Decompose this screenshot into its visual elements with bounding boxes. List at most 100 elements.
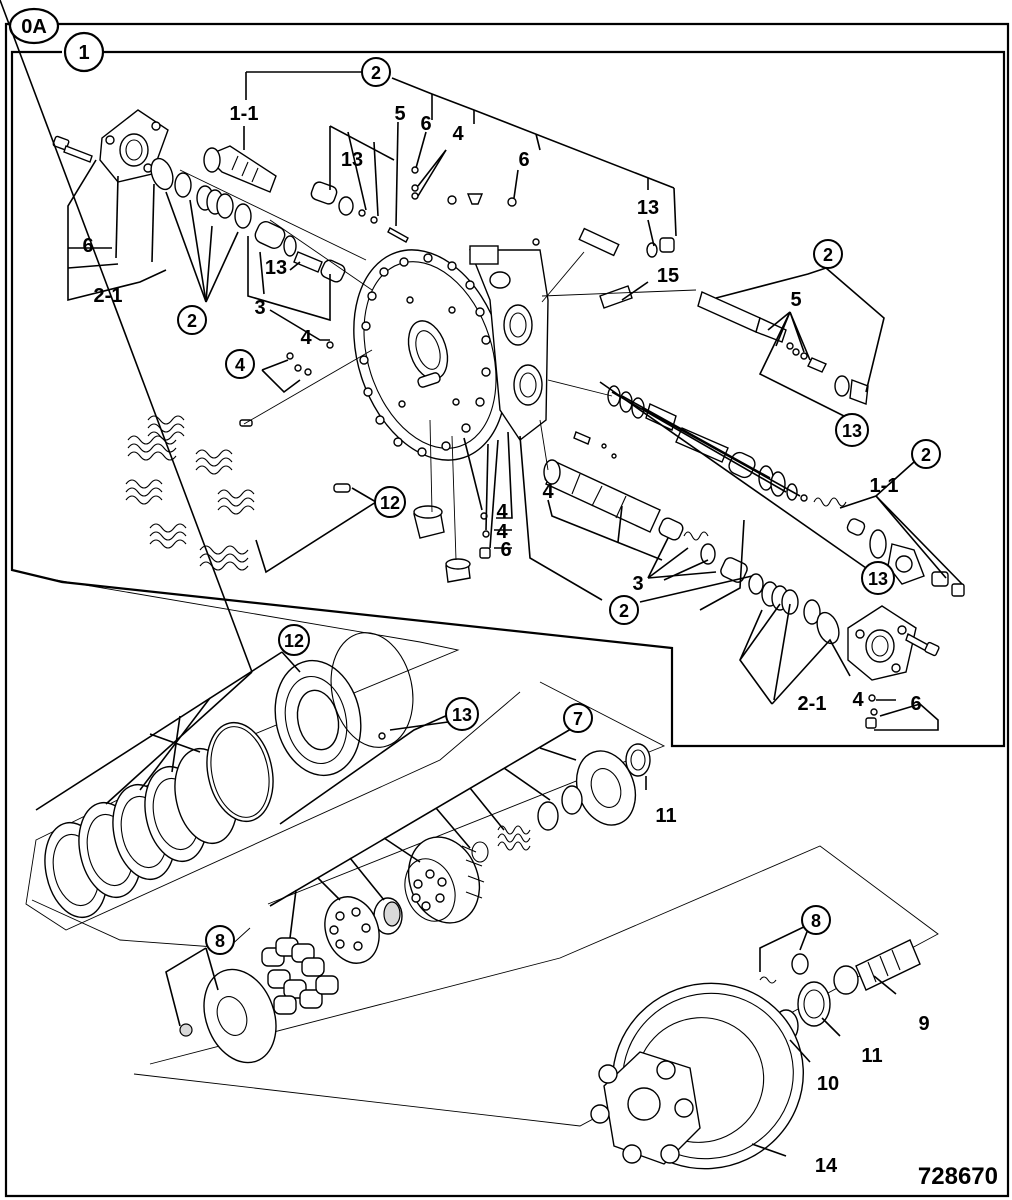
frame-label-0A: 0A <box>8 7 60 45</box>
callout-15: 15 <box>657 265 679 287</box>
callout-13-top: 13 <box>341 149 363 171</box>
valve-plate <box>561 750 637 826</box>
callout-4-left-b: 4 <box>225 349 255 379</box>
callout-4-right: 4 <box>852 689 864 711</box>
svg-text:1: 1 <box>78 42 89 64</box>
svg-text:12: 12 <box>380 493 400 513</box>
brake-piston-seal <box>330 632 414 748</box>
valve-housing-block <box>468 245 549 442</box>
callout-6-left: 6 <box>82 235 93 257</box>
bearing-upper <box>625 743 651 777</box>
inner-frame <box>10 50 1006 748</box>
svg-text:2: 2 <box>187 311 197 331</box>
callout-1-1-top: 1-1 <box>230 103 259 125</box>
callouts-lower: 12 13 7 11 8 8 9 11 10 14 <box>205 624 930 1177</box>
callout-2-right: 2 <box>813 239 843 269</box>
callout-3-right: 3 <box>632 573 643 595</box>
callout-8-a: 8 <box>205 925 235 955</box>
callout-6-top-a: 6 <box>420 113 431 135</box>
brake-piston <box>274 659 362 777</box>
spring-set-center <box>471 801 559 863</box>
svg-text:2: 2 <box>371 63 381 83</box>
callout-6-right: 6 <box>910 693 921 715</box>
callout-2-1-right: 2-1 <box>798 693 827 715</box>
callout-11-b: 11 <box>861 1045 882 1067</box>
svg-text:12: 12 <box>284 631 304 651</box>
right-flange <box>847 605 917 681</box>
callout-2-right-c: 2 <box>609 595 639 625</box>
right-o-ring <box>816 611 840 645</box>
svg-text:8: 8 <box>811 911 821 931</box>
callout-5-right: 5 <box>790 289 801 311</box>
left-seal-stack <box>174 172 252 229</box>
spherical-bushing <box>373 897 403 935</box>
callout-1-1-right: 1-1 <box>870 475 899 497</box>
svg-text:13: 13 <box>452 705 472 725</box>
right-seal-stack <box>761 581 821 625</box>
callout-4-mid-a: 4 <box>496 501 508 523</box>
valve-body-plate <box>353 249 507 461</box>
left-spool-parts <box>254 221 346 349</box>
svg-text:8: 8 <box>215 931 225 951</box>
callout-10: 10 <box>817 1073 839 1095</box>
callout-13-left: 13 <box>265 257 287 279</box>
left-flange-bolt <box>52 135 93 163</box>
callout-4-mid-b: 4 <box>496 521 508 543</box>
right-flange-bolt <box>865 632 940 729</box>
callout-12-mid: 12 <box>374 486 406 518</box>
callout-8-b: 8 <box>801 905 831 935</box>
frame-label-1: 1 <box>63 31 105 73</box>
cylinder-block <box>404 836 485 924</box>
leader-lines-upper <box>67 71 963 731</box>
relief-valve-cartridge-top <box>203 145 277 193</box>
piston-set <box>261 937 339 1015</box>
callout-13-low: 13 <box>445 697 479 731</box>
swashplate <box>179 968 277 1064</box>
callout-6-mid: 6 <box>500 539 511 561</box>
assembly-boundaries <box>25 577 939 1127</box>
svg-text:0A: 0A <box>21 16 47 38</box>
callout-12-low: 12 <box>278 624 310 656</box>
brake-springs <box>125 415 351 571</box>
svg-text:13: 13 <box>842 421 862 441</box>
svg-text:4: 4 <box>235 355 245 375</box>
retainer-plate <box>324 896 380 964</box>
callout-2-right-b: 2 <box>911 439 941 469</box>
bearing-lower <box>797 981 831 1027</box>
final-drive-housing <box>590 982 804 1170</box>
callout-4-mid: 4 <box>542 481 554 503</box>
projection-lines-upper <box>179 169 697 561</box>
drawing-reference-number: 728670 <box>918 1163 998 1190</box>
callout-11-a: 11 <box>655 805 676 827</box>
svg-text:2: 2 <box>823 245 833 265</box>
callout-4-top: 4 <box>452 123 464 145</box>
svg-text:2: 2 <box>619 601 629 621</box>
outer-frame <box>4 22 1010 1198</box>
svg-text:13: 13 <box>868 569 888 589</box>
callout-6-top-b: 6 <box>518 149 529 171</box>
callout-3-left: 3 <box>254 297 265 319</box>
callout-2-top: 2 <box>361 57 391 87</box>
pivot-pins <box>759 953 809 984</box>
right-upper-cartridge <box>578 227 869 405</box>
output-shaft <box>833 939 921 995</box>
callout-5-top: 5 <box>394 103 405 125</box>
brake-disc-stack <box>44 721 274 919</box>
callout-13-right: 13 <box>835 413 869 447</box>
callout-7: 7 <box>563 703 593 733</box>
callout-2-1-left: 2-1 <box>94 285 123 307</box>
main-spool <box>543 459 764 595</box>
left-o-ring <box>150 157 174 191</box>
leader-lines-lower <box>0 0 897 1157</box>
callout-4-left-a: 4 <box>300 327 312 349</box>
svg-text:7: 7 <box>573 709 583 729</box>
svg-text:2: 2 <box>921 445 931 465</box>
callout-13-right-b: 13 <box>861 561 895 595</box>
callout-2-left: 2 <box>177 305 207 335</box>
callout-14: 14 <box>815 1155 838 1177</box>
callouts-upper: 2 1-1 5 6 4 6 13 13 6 13 2-1 3 2 4 4 15 … <box>82 57 941 715</box>
callout-13-top-r: 13 <box>637 197 659 219</box>
callout-9: 9 <box>918 1013 929 1035</box>
valve-body-bottom-plugs <box>413 431 617 583</box>
